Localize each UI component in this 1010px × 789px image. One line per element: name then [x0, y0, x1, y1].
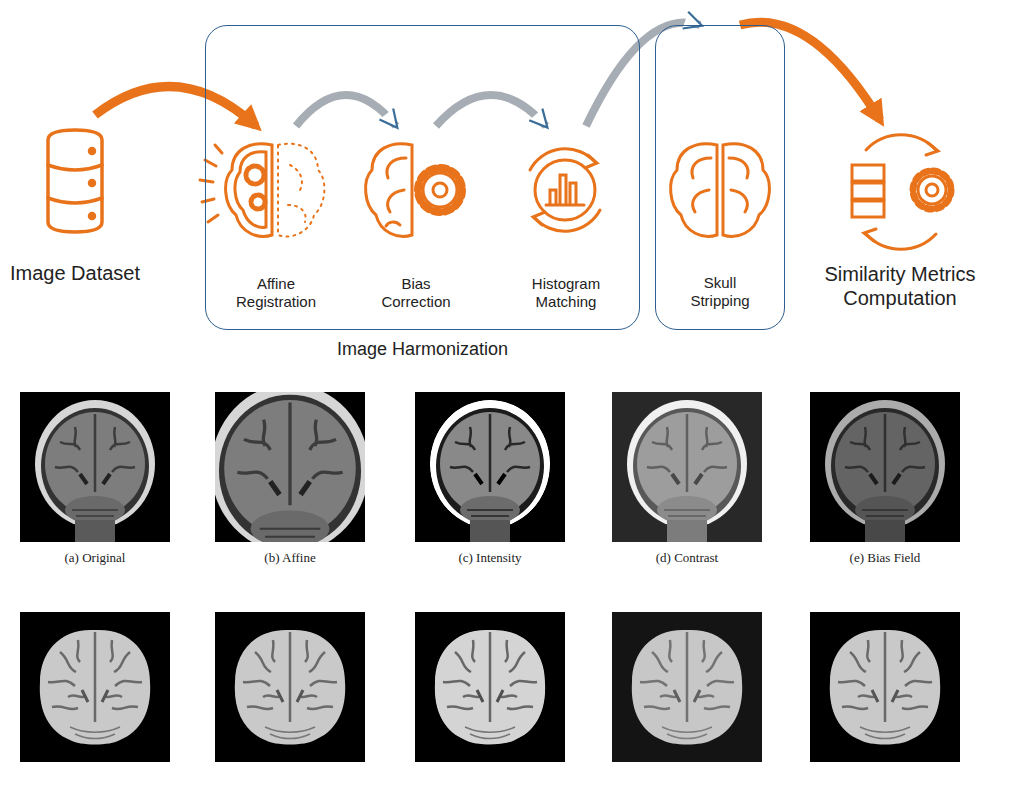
brain-half: [366, 144, 412, 237]
step-label: Bias Correction: [366, 275, 466, 311]
brain-stripped: [20, 612, 170, 762]
gear-ring: [423, 173, 457, 207]
mri-original: [20, 392, 170, 542]
brain-half-inner: [235, 152, 266, 228]
similarity-icon: [852, 135, 951, 249]
cycle-arrow-head: [585, 155, 597, 168]
brain-stripped: [415, 612, 565, 762]
panel-caption: (c) Intensity: [400, 550, 580, 566]
text-wrap: Affine Registration: [216, 275, 336, 311]
text-wrap: Bias Correction: [356, 275, 476, 311]
histogram-icon: [530, 149, 600, 231]
database-body: [48, 130, 102, 232]
database-icon: [48, 130, 102, 232]
cycle-arrow-head: [926, 143, 938, 155]
mri-affine: [191, 374, 388, 571]
brain-fold-dotted: [288, 165, 306, 222]
step-label: Image Dataset: [10, 261, 140, 285]
cycle-arrow-head: [533, 212, 545, 225]
database-dot: [90, 214, 95, 219]
group-box: Image HarmonizationAffine RegistrationBi…: [205, 25, 640, 330]
text-wrap: Image Dataset: [5, 261, 145, 285]
gear-hub: [433, 183, 447, 197]
brain-half: [226, 144, 272, 237]
brain-fold: [386, 158, 406, 226]
brain-stripped: [612, 612, 762, 762]
gear-teeth: [418, 168, 462, 212]
database-line: [48, 198, 102, 203]
panel-caption: (e) Bias Field: [795, 550, 975, 566]
step-label: Affine Registration: [226, 275, 326, 311]
text-wrap: Image Harmonization: [206, 339, 639, 361]
mri-bias-field: [810, 392, 960, 542]
affine-brain-icon: [200, 144, 324, 237]
step-arrow: [436, 95, 546, 126]
gear-hub: [926, 184, 938, 196]
step-node: Bias Correction: [356, 126, 476, 311]
text-wrap: Skull Stripping: [656, 274, 784, 310]
gear-ring: [918, 176, 946, 204]
text-wrap: Similarity Metrics Computation: [800, 262, 1000, 310]
cycle-arrow: [866, 135, 936, 150]
text-wrap: Histogram Matching: [501, 275, 631, 311]
step-node: Histogram Matching: [501, 126, 631, 311]
server-unit: [852, 183, 884, 199]
step-node: Affine Registration: [216, 126, 336, 311]
flow-arrow: [740, 22, 880, 120]
pipeline-icons: [0, 0, 1010, 370]
panel-caption: (d) Contrast: [597, 550, 777, 566]
brain-fold: [692, 158, 748, 212]
flow-arrow: [95, 87, 256, 126]
gear: [251, 195, 265, 209]
database-dot: [90, 149, 95, 154]
step-node: Similarity Metrics Computation: [800, 120, 1000, 310]
histogram-bars: [546, 175, 584, 205]
rays: [200, 145, 222, 222]
gear-teeth: [913, 171, 951, 209]
database-dot: [90, 181, 95, 186]
cycle-arrow-head: [864, 229, 876, 241]
brain-half-dotted: [278, 144, 324, 237]
step-label: Histogram Matching: [521, 275, 611, 311]
step-label: Similarity Metrics Computation: [805, 262, 995, 310]
skull-brain-icon: [671, 144, 770, 237]
step-arrow: [586, 22, 700, 126]
database-line: [48, 165, 102, 170]
histogram-ring: [535, 160, 595, 220]
server-unit: [852, 165, 884, 181]
step-node: Image Dataset: [5, 115, 145, 285]
mri-contrast: [612, 392, 762, 542]
server-unit: [852, 201, 884, 217]
bias-brain-icon: [366, 144, 462, 237]
group-label: Image Harmonization: [337, 339, 508, 361]
step-arrow: [296, 95, 396, 126]
gear: [246, 166, 264, 184]
step-label: Skull Stripping: [680, 274, 760, 310]
panel-caption: (b) Affine: [200, 550, 380, 566]
cycle-arrow: [866, 234, 936, 249]
panel-caption: (a) Original: [5, 550, 185, 566]
mri-intensity: [415, 392, 565, 542]
brain-stripped: [215, 612, 365, 762]
group-box: Skull Stripping: [655, 25, 785, 330]
brain-stripped: [810, 612, 960, 762]
